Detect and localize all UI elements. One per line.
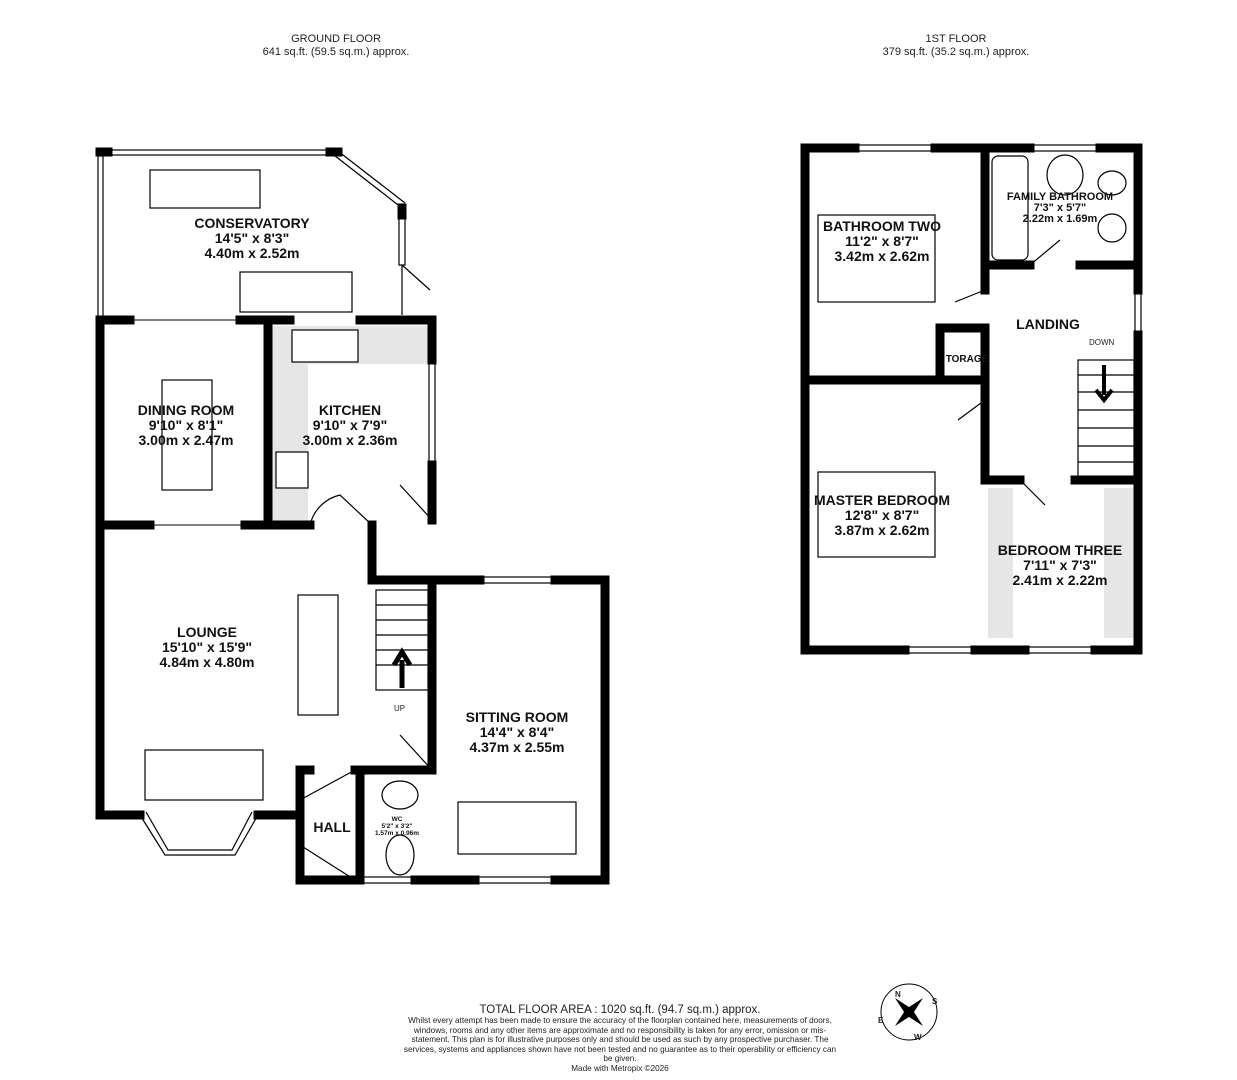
credit: Made with Metropix ©2026	[571, 1063, 669, 1073]
sofa	[149, 169, 261, 209]
sofa	[457, 801, 577, 855]
compass-e: E	[878, 1016, 884, 1025]
first-floor-title: 1ST FLOOR	[925, 33, 987, 45]
stairs-down-label: DOWN	[1089, 338, 1115, 347]
room-storage: TORAGE	[945, 354, 989, 365]
sink-icon	[291, 329, 359, 363]
first-floor-fixtures	[817, 144, 1142, 654]
sofa	[239, 271, 353, 313]
toilet-icon	[385, 834, 415, 876]
sofa	[297, 594, 339, 716]
first-floor-walls	[800, 143, 1143, 655]
ground-floor-windows	[97, 147, 556, 884]
ground-floor-title: GROUND FLOOR	[291, 33, 381, 45]
disclaimer: Whilst every attempt has been made to en…	[403, 1016, 837, 1064]
room-hall: HALL	[313, 819, 351, 835]
ground-floor-area: 641 sq.ft. (59.5 sq.m.) approx.	[262, 46, 410, 58]
first-floor-area: 379 sq.ft. (35.2 sq.m.) approx.	[882, 46, 1030, 58]
ground-floor-furniture	[144, 169, 577, 876]
stairs-icon	[375, 589, 429, 691]
compass-s: S	[932, 997, 938, 1006]
footer: TOTAL FLOOR AREA : 1020 sq.ft. (94.7 sq.…	[400, 1004, 840, 1074]
compass-rose-icon	[880, 983, 938, 1041]
basin-icon	[381, 780, 419, 810]
sofa	[144, 749, 264, 801]
compass-n: N	[895, 990, 901, 999]
compass-w: W	[914, 1033, 922, 1042]
dining-table	[161, 379, 213, 491]
total-floor-area: TOTAL FLOOR AREA : 1020 sq.ft. (94.7 sq.…	[479, 1004, 761, 1016]
hob-icon	[275, 451, 309, 489]
room-landing: LANDING	[1016, 316, 1080, 332]
stairs-up-label: UP	[394, 704, 406, 713]
